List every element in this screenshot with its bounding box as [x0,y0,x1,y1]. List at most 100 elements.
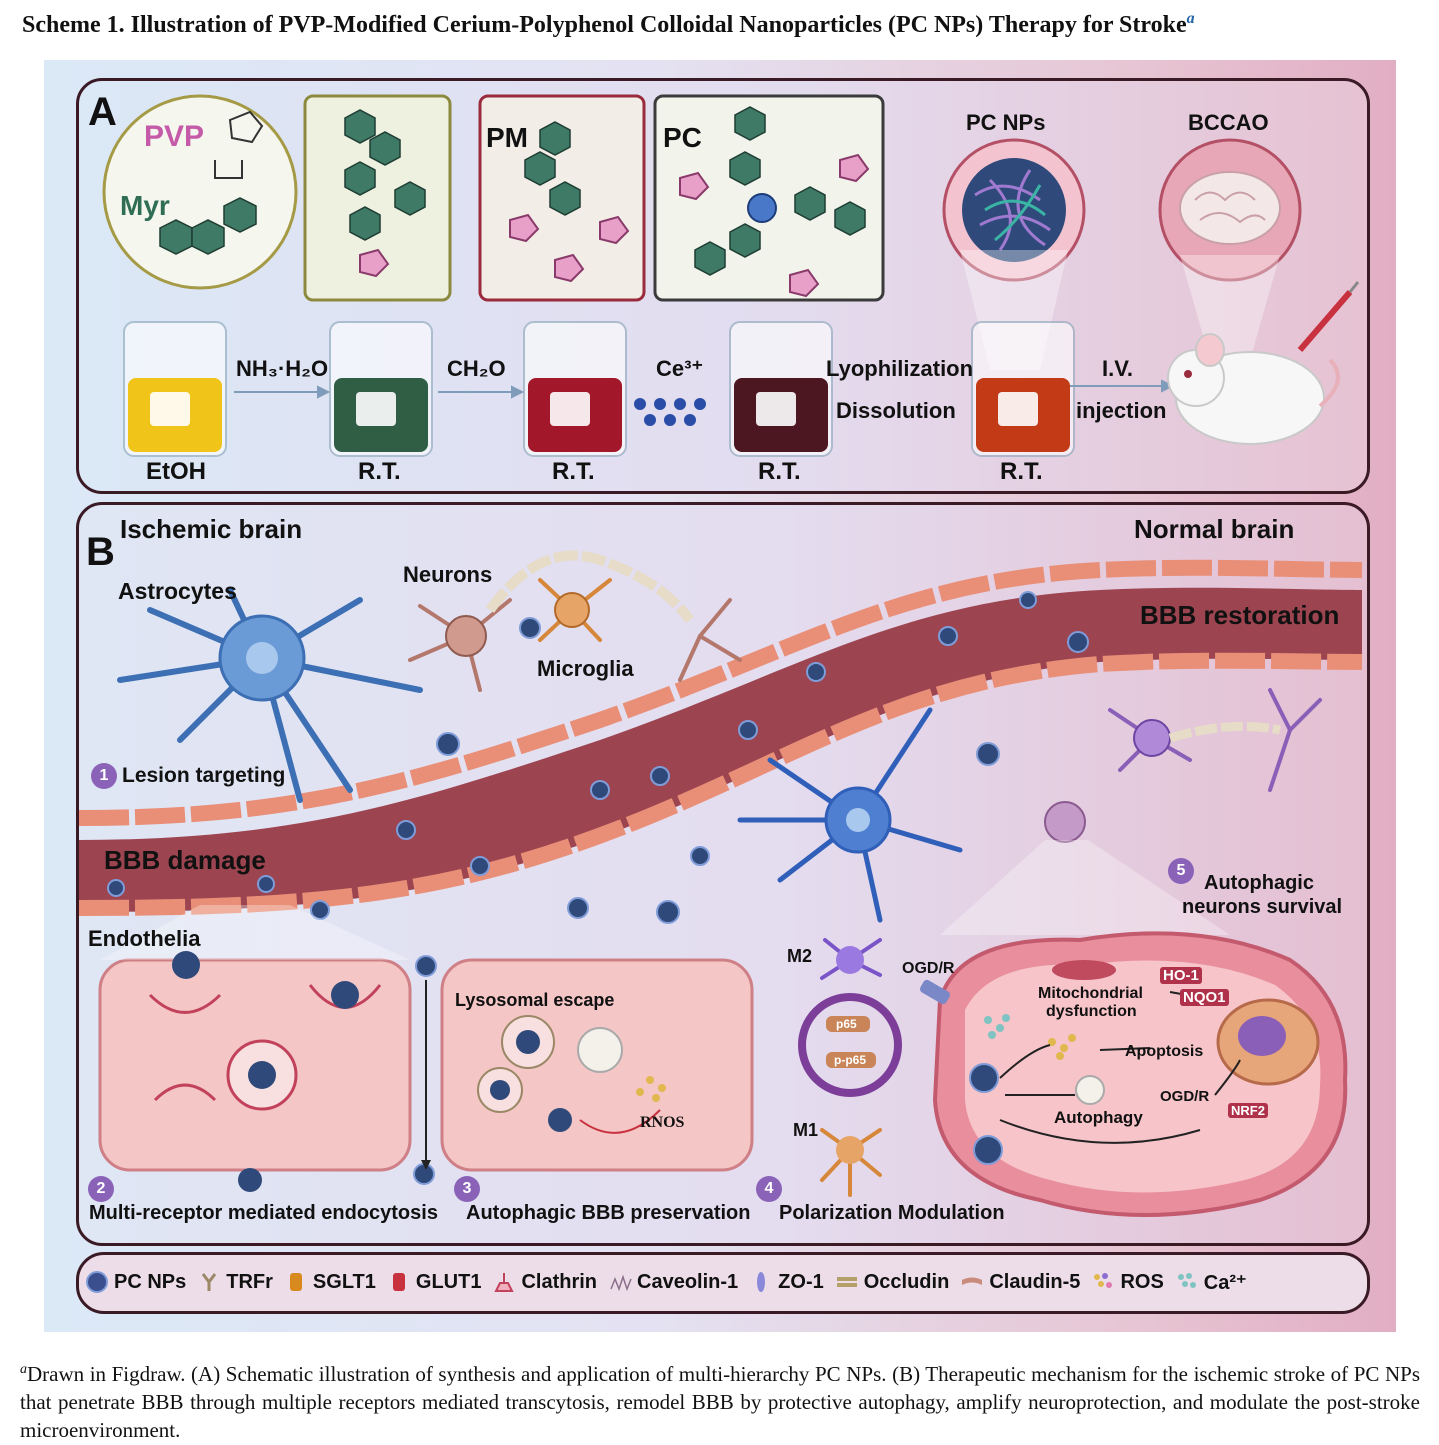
step-5-badge: 5 [1168,858,1194,884]
clathrin-icon [494,1273,515,1292]
step-1-label: Lesion targeting [122,764,286,787]
neurons-label: Neurons [403,562,493,587]
legend-label: Ca²⁺ [1203,1271,1247,1294]
pvp-ring-icon [554,253,585,283]
pvp-chain-icon [214,160,243,179]
legend-item: Clathrin [493,1271,597,1294]
caption: aDrawn in Figdraw. (A) Schematic illustr… [20,1362,1420,1442]
ros-icon [1094,1273,1113,1288]
beaker-label-rt-1: R.T. [358,458,401,485]
legend-label: Clathrin [521,1270,598,1293]
legend-label: TRFr [226,1270,273,1293]
pc-nps-particle-icon [962,158,1066,262]
beaker-rt-4 [971,321,1075,457]
step-4-label: Polarization Modulation [779,1202,1005,1224]
p65-box [826,1016,870,1032]
claudin-icon [962,1277,983,1285]
step-5-label-line2: neurons survival [1182,896,1343,918]
glut1-icon [392,1273,405,1291]
zoom-beam [100,905,410,960]
apoptosis-label: Apoptosis [1125,1043,1204,1060]
mitochondria-icon [1052,960,1116,980]
bccao-label: BCCAO [1188,110,1269,135]
legend-label: Caveolin-1 [637,1270,739,1293]
step-ch2o-label: CH₂O [447,356,506,381]
pc-structure-icon [694,106,866,276]
pvp-ring-icon [839,153,870,183]
myricetin-structure-icon [159,197,257,255]
beaker-rt-2 [523,321,627,457]
legend-label: ROS [1120,1270,1164,1293]
pvp-ring-icon [359,248,390,278]
legend-item: GLUT1 [388,1271,481,1294]
legend-item: ROS [1092,1270,1164,1294]
beaker-label-rt-2: R.T. [552,458,595,485]
legend-label: Claudin-5 [989,1270,1081,1293]
step-ce-label: Ce³⁺ [656,356,704,381]
pc-nps-scatter [107,591,1089,1185]
pvp-ring-icon [509,213,540,243]
ogdr2-label: OGD/R [1160,1088,1210,1105]
bbb-damage-label: BBB damage [104,845,266,875]
step-nh3-label: NH₃·H₂O [236,356,329,381]
scheme-title: Scheme 1. Illustration of PVP-Modified C… [22,10,1195,38]
m2-label: M2 [787,946,813,966]
brain-icon [1179,171,1281,245]
endothelia-label: Endothelia [88,926,201,951]
pp65-label: p-p65 [834,1053,867,1067]
beaker-label-rt-3: R.T. [758,458,801,485]
beaker-label-rt-4: R.T. [1000,458,1043,485]
beaker-rt-3 [729,321,833,457]
m1-label: M1 [793,1120,819,1140]
calcium-channel-icon [919,979,951,1005]
ischemic-brain-label: Ischemic brain [120,514,303,544]
legend-label: ZO-1 [778,1270,824,1293]
ogdr-label: OGD/R [902,960,955,977]
polymer-box [303,94,452,302]
pc-nps-icon [86,1271,108,1293]
legend-item: Caveolin-1 [609,1271,738,1294]
process-arrows [234,379,1175,399]
beaker-rt-1 [329,321,433,457]
vessel-wall-bottom [78,652,1363,916]
zoom-beam [1180,255,1280,360]
step-injection-label: injection [1076,398,1167,423]
panel-b-letter: B [86,530,115,574]
ca-dots [984,1014,1010,1039]
polyphenol-polymer-icon [344,109,426,241]
axon [485,550,694,624]
panel-a-letter: A [88,90,117,134]
normal-brain-label: Normal brain [1134,514,1295,544]
autophagosome-icon [1075,1075,1105,1105]
bbb-restoration-label: BBB restoration [1140,600,1340,630]
legend-label: Occludin [863,1270,950,1293]
mito-label: Mitochondrial [1038,985,1143,1002]
caveolin-icon [610,1274,632,1292]
legend-item: Claudin-5 [961,1271,1080,1294]
legend-item: PC NPs [86,1271,186,1294]
legend-item: ZO-1 [750,1271,824,1294]
monomer-circle [102,94,298,290]
pvp-label: PVP [144,120,205,153]
p65-label: p65 [836,1017,857,1031]
neuron-body [1044,801,1086,843]
pc-label: PC [663,122,702,153]
step-3-label: Autophagic BBB preservation [466,1202,751,1224]
legend-item: SGLT1 [285,1271,376,1294]
cerium-ion-icon [747,193,777,223]
nrf2-label: NRF2 [1228,1103,1268,1118]
step-4-badge: 4 [756,1176,782,1202]
pvp-ring-icon [679,171,710,201]
vessel-wall-top [78,559,1363,826]
autophagy-label: Autophagy [1054,1108,1143,1127]
step-lyophilization-label: Lyophilization [826,356,974,381]
occludin-icon [836,1277,857,1287]
pm-structure-icon [524,121,581,216]
step-dissolution-label: Dissolution [836,398,956,423]
cerium-dots-icon [634,398,706,426]
pp65-box [826,1052,876,1068]
legend: PC NPs TRFr SGLT1 GLUT1 Clathrin Caveolin-1 ZO… [86,1262,1356,1302]
trfr-icon [202,1273,217,1291]
step-1-badge: 1 [91,763,117,789]
